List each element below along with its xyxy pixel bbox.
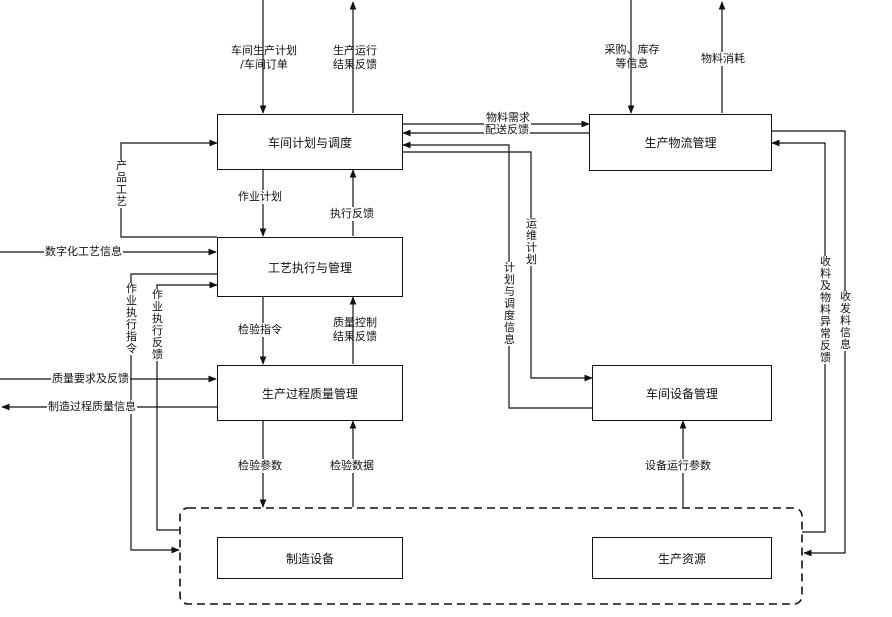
label-qc-feedback: 质量控制 结果反馈 xyxy=(327,316,383,344)
box-quality-management: 生产过程质量管理 xyxy=(217,365,403,421)
label-inspect-params: 检验参数 xyxy=(237,459,283,473)
label-work-exec-cmd: 作业执行指令 xyxy=(125,282,138,355)
label-equip-params: 设备运行参数 xyxy=(644,459,712,473)
label-product-process: 产品工艺 xyxy=(115,159,128,208)
label-purchase-line2: 等信息 xyxy=(615,57,649,70)
label-work-exec-feedback: 作业执行反馈 xyxy=(151,288,164,361)
label-run-feedback-line1: 生产运行 xyxy=(333,44,377,57)
label-inspect-cmd: 检验指令 xyxy=(237,323,283,337)
label-qc-feedback-line1: 质量控制 xyxy=(333,316,377,329)
label-run-feedback: 生产运行 结果反馈 xyxy=(327,44,383,72)
box-equipment-management: 车间设备管理 xyxy=(592,365,772,421)
label-work-plan: 作业计划 xyxy=(237,190,283,204)
arrow-plan-sched-info xyxy=(402,141,592,409)
label-delivery-feedback: 配送反馈 xyxy=(484,123,530,137)
box-manufacturing-equipment: 制造设备 xyxy=(217,537,403,579)
box-logistics: 生产物流管理 xyxy=(589,114,772,171)
label-digital-process: 数字化工艺信息 xyxy=(44,245,123,259)
label-purchase: 采购、库存 等信息 xyxy=(600,43,664,71)
arrow-product-process xyxy=(120,139,218,238)
label-plan-sched-info: 计划与调度信息 xyxy=(503,261,516,346)
label-inspect-data: 检验数据 xyxy=(329,459,375,473)
resource-container xyxy=(179,507,803,605)
label-exec-feedback: 执行反馈 xyxy=(329,207,375,221)
label-mfg-quality-info: 制造过程质量信息 xyxy=(47,400,137,414)
label-run-feedback-line2: 结果反馈 xyxy=(333,58,377,71)
label-material-request: 物料需求 xyxy=(485,111,531,125)
label-send-info: 收发料信息 xyxy=(839,290,852,351)
label-qc-feedback-line2: 结果反馈 xyxy=(333,330,377,343)
box-plan-scheduling: 车间计划与调度 xyxy=(217,114,403,170)
arrow-send-info xyxy=(772,130,846,557)
label-purchase-line1: 采购、库存 xyxy=(604,43,660,56)
label-plan-order: 车间生产计划 /车间订单 xyxy=(224,44,304,72)
arrow-maint-plan xyxy=(403,151,593,382)
box-process-execution: 工艺执行与管理 xyxy=(217,237,403,297)
box-production-resources: 生产资源 xyxy=(592,537,772,579)
arrow-receive-feedback xyxy=(771,139,826,533)
label-plan-order-line2: /车间订单 xyxy=(240,58,288,71)
label-plan-order-line1: 车间生产计划 xyxy=(231,44,297,57)
label-receive-feedback: 收料及物料异常反馈 xyxy=(819,255,832,364)
label-quality-req: 质量要求及反馈 xyxy=(51,372,130,386)
label-material-consume: 物料消耗 xyxy=(700,52,746,66)
label-maint-plan: 运维计划 xyxy=(525,217,538,266)
